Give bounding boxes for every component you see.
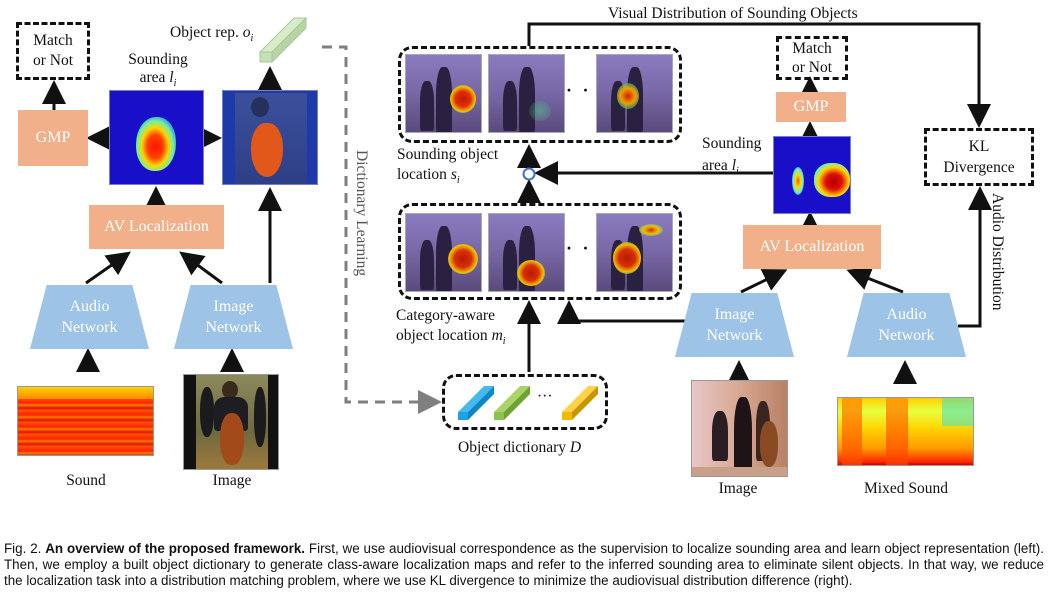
sounding-location-map-2 bbox=[488, 54, 565, 133]
category-map-2 bbox=[488, 213, 565, 292]
sounding-area-label-right: Sounding area li bbox=[702, 135, 762, 178]
category-aware-location-group bbox=[398, 203, 682, 300]
sounding-object-location-group bbox=[398, 46, 682, 143]
arrow-imagenet-to-av-r bbox=[740, 269, 788, 294]
category-map-n bbox=[596, 213, 673, 292]
sounding-location-map-n bbox=[596, 54, 673, 133]
dictionary-vector-blue-icon bbox=[458, 386, 494, 420]
object-rep-vector-icon bbox=[258, 16, 308, 64]
object-rep-label: Object rep. oi bbox=[170, 24, 254, 45]
or-not-text: or Not bbox=[32, 52, 74, 69]
arrow-audionet-to-av-r bbox=[846, 267, 904, 294]
figure-caption: Fig. 2. An overview of the proposed fram… bbox=[4, 541, 1044, 590]
arrow-imagenet-to-bottom bbox=[557, 300, 687, 324]
gmp-box-right: GMP bbox=[776, 92, 846, 122]
av-localization-box-left: AV Localization bbox=[89, 205, 224, 249]
gmp-box-left: GMP bbox=[18, 110, 88, 166]
sounding-object-location-label: Sounding object location si bbox=[397, 146, 499, 187]
dictionary-learning-label: Dictionary Learning bbox=[353, 150, 370, 277]
caption-fig-number: Fig. 2. bbox=[4, 541, 42, 556]
object-dictionary-label: Object dictionary D bbox=[458, 439, 582, 456]
dictionary-ellipsis: ··· bbox=[537, 388, 553, 405]
category-map-1 bbox=[405, 213, 482, 292]
visual-distribution-label: Visual Distribution of Sounding Objects bbox=[608, 5, 858, 22]
arrow-audio-to-av bbox=[85, 251, 131, 285]
mixed-sound-label: Mixed Sound bbox=[864, 480, 948, 497]
caption-body: First, we use audiovisual correspondence… bbox=[4, 541, 1044, 589]
sounding-area-heatmap-right bbox=[773, 136, 851, 214]
connector-lines bbox=[42, 22, 992, 414]
category-aware-label: Category-aware object location mi bbox=[396, 307, 506, 348]
sound-spectrogram-left bbox=[17, 386, 154, 456]
ellipsis-bottom: · · · bbox=[566, 238, 609, 258]
audio-distribution-label: Audio Distribution bbox=[989, 193, 1006, 311]
sounding-area-heatmap-left bbox=[109, 90, 204, 185]
overlay-image-left bbox=[222, 90, 318, 185]
match-text-right: Match bbox=[792, 40, 832, 57]
ellipsis-top: · · · bbox=[566, 80, 609, 100]
band-image-right bbox=[691, 380, 788, 477]
sounding-area-label-left: Sounding area li bbox=[128, 51, 188, 90]
or-not-text-right: or Not bbox=[791, 59, 833, 76]
visual-distribution-line bbox=[527, 22, 991, 128]
sound-label: Sound bbox=[66, 472, 106, 489]
image-label-left: Image bbox=[212, 472, 252, 489]
match-or-not-box-left: Match or Not bbox=[16, 22, 90, 80]
arrow-image-to-av bbox=[179, 251, 223, 285]
image-label-right: Image bbox=[718, 480, 758, 497]
sounding-location-map-1 bbox=[405, 54, 482, 133]
dictionary-vector-green-icon bbox=[494, 386, 530, 420]
caption-title: An overview of the proposed framework. bbox=[45, 541, 306, 556]
mixed-sound-spectrogram bbox=[837, 397, 974, 466]
match-text: Match bbox=[33, 32, 73, 49]
audio-distribution-line bbox=[958, 186, 992, 328]
object-dictionary-group bbox=[442, 374, 608, 430]
fusion-circle bbox=[522, 167, 536, 181]
dictionary-vector-yellow-icon bbox=[562, 386, 598, 420]
match-or-not-box-right: Match or Not bbox=[776, 36, 848, 80]
cello-image-left bbox=[183, 374, 279, 470]
framework-diagram: Match or Not GMP Sounding area li Object … bbox=[16, 5, 1034, 497]
av-localization-box-right: AV Localization bbox=[743, 225, 881, 269]
